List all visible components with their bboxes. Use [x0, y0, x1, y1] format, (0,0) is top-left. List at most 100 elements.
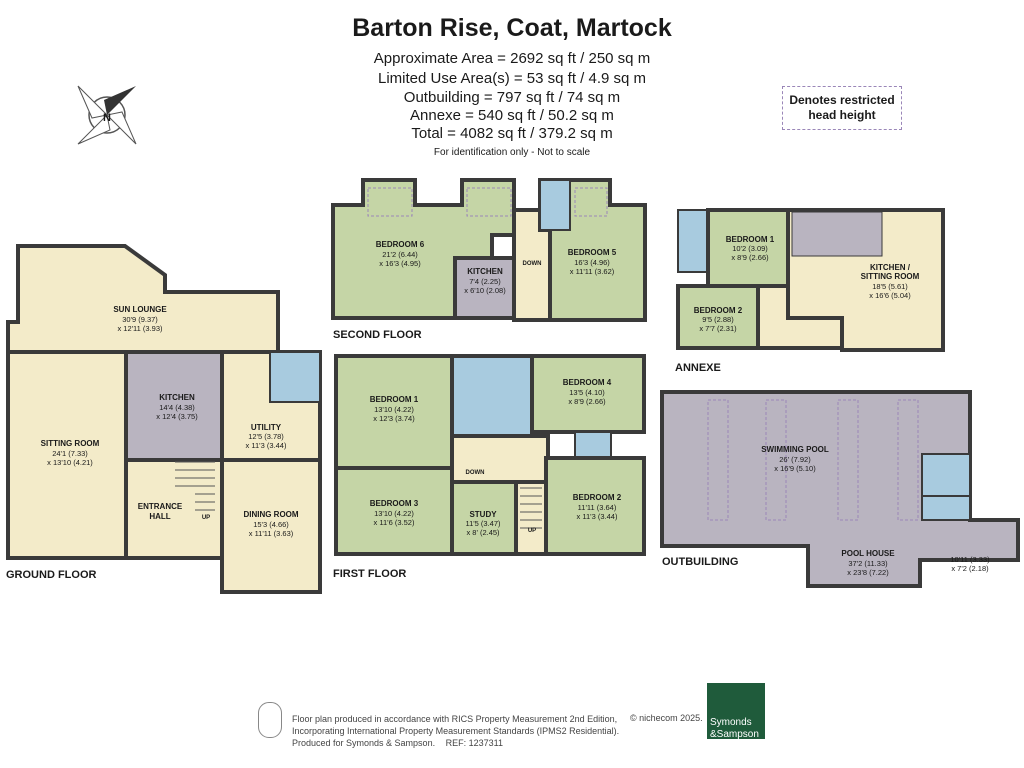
swimming-pool-label: SWIMMING POOL [761, 445, 829, 454]
person-icon [258, 702, 282, 738]
bedroom-2-label: BEDROOM 2 [573, 493, 622, 502]
restricted-head-height-legend: Denotes restricted head height [782, 86, 902, 130]
study-dim1: 11'5 (3.47) [465, 519, 501, 528]
first-floor-label: FIRST FLOOR [333, 568, 406, 580]
bedroom-5-label: BEDROOM 5 [568, 248, 617, 257]
bedroom-1-dim1: 13'10 (4.22) [374, 405, 414, 414]
utility-dim1: 12'5 (3.78) [248, 432, 284, 441]
entrance-hall-label-1: ENTRANCE [138, 502, 183, 511]
pool-store-dim1: 10'11 (3.33) [950, 555, 990, 564]
bedroom-2-room [544, 456, 646, 556]
annexe-plan [676, 208, 945, 352]
bedroom-3-label: BEDROOM 3 [370, 499, 419, 508]
entrance-hall-up: UP [202, 515, 210, 521]
nichecom-credit: © nichecom 2025. [630, 713, 703, 723]
annexe-kitchen-dim2: x 16'6 (5.04) [869, 291, 911, 300]
bedroom-2-dim2: x 11'3 (3.44) [577, 512, 618, 521]
bedroom-5-dim2: x 11'11 (3.62) [570, 267, 615, 276]
pool-house-label: POOL HOUSE [841, 549, 895, 558]
bedroom-3-room [334, 466, 454, 556]
second-floor-restricted [367, 187, 608, 217]
bedroom-6-dim1: 21'2 (6.44) [382, 250, 418, 259]
annexe-bedroom-1-dim1: 10'2 (3.09) [732, 244, 768, 253]
outbuilding-wc [921, 495, 971, 521]
footer-line-3: Produced for Symonds & Sampson. [292, 738, 436, 748]
annexe-label: ANNEXE [675, 362, 721, 374]
annexe-bedroom-1-dim2: x 8'9 (2.66) [731, 253, 769, 262]
sitting-room-label: SITTING ROOM [41, 439, 100, 448]
entrance-hall-label-2: HALL [149, 512, 170, 521]
dining-room-room [220, 458, 322, 594]
shower-1f [574, 431, 612, 459]
bedroom-4-dim2: x 8'9 (2.66) [568, 397, 606, 406]
dining-room-dim2: x 11'11 (3.63) [249, 529, 294, 538]
kitchen-label: KITCHEN [159, 393, 195, 402]
annexe-kitchen-label-1: KITCHEN / [870, 263, 911, 272]
legend-line-1: Denotes restricted [789, 93, 895, 107]
kitchen-dim2: x 12'4 (3.75) [156, 412, 198, 421]
wc-ground [269, 351, 321, 403]
dining-room-label: DINING ROOM [243, 510, 298, 519]
ground-floor-plan [6, 244, 322, 594]
pool-store-dim2: x 7'2 (2.18) [951, 564, 989, 573]
outbuilding-restricted [707, 399, 919, 521]
annexe-bedroom-2-label: BEDROOM 2 [694, 306, 743, 315]
annexe-worktop [791, 211, 883, 257]
sitting-room-dim1: 24'1 (7.33) [52, 449, 88, 458]
brand-line-1: Symonds [710, 717, 752, 728]
kitchen-dim1: 14'4 (4.38) [159, 403, 195, 412]
outbuilding-plan [660, 390, 1020, 588]
study-label: STUDY [469, 510, 497, 519]
annexe-kitchen-dim1: 18'5 (5.61) [872, 282, 908, 291]
pool-house-dim2: x 23'8 (7.22) [847, 568, 889, 577]
stairs-1f [514, 480, 548, 556]
area-approximate: Approximate Area = 2692 sq ft / 250 sq m [373, 50, 651, 67]
footer-notes: Floor plan produced in accordance with R… [292, 713, 619, 749]
sun-lounge-dim1: 30'9 (9.37) [122, 315, 158, 324]
second-floor-plan [331, 178, 647, 322]
bedroom-3-dim1: 13'10 (4.22) [374, 509, 414, 518]
sitting-room-dim2: x 13'10 (4.21) [47, 458, 93, 467]
bedroom-4-room [530, 354, 646, 434]
wc-2f [539, 179, 571, 231]
bedroom-2-dim1: 11'11 (3.64) [578, 503, 617, 512]
sitting-room-room [6, 350, 128, 560]
footer-line-1: Floor plan produced in accordance with R… [292, 714, 618, 724]
area-annexe: Annexe = 540 sq ft / 50.2 sq m [410, 107, 614, 124]
kitchen-room [124, 350, 224, 462]
compass-north-label: N [103, 112, 111, 124]
bedroom-1-label: BEDROOM 1 [370, 395, 419, 404]
kitchen-2f-dim1: 7'4 (2.25) [469, 277, 501, 286]
bedroom-1-dim2: x 12'3 (3.74) [373, 414, 415, 423]
footer-ref-line: Produced for Symonds & Sampson. REF: 123… [292, 737, 619, 749]
annexe-kitchen-label-2: SITTING ROOM [861, 272, 920, 281]
first-floor-down: DOWN [466, 470, 485, 476]
pool-house-dim1: 37'2 (11.33) [848, 559, 888, 568]
ground-floor-label: GROUND FLOOR [6, 569, 96, 581]
ensuite-1f [450, 354, 534, 438]
legend-line-2: head height [808, 108, 876, 122]
disclaimer: For identification only - Not to scale [433, 147, 591, 158]
kitchen-2f-label: KITCHEN [467, 267, 503, 276]
first-floor-up: UP [528, 528, 536, 534]
bedroom-4-dim1: 13'5 (4.10) [569, 388, 605, 397]
footer-line-2: Incorporating International Property Mea… [292, 726, 620, 736]
symonds-sampson-logo: Symonds &Sampson [707, 683, 765, 740]
bedroom-6-dim2: x 16'3 (4.95) [379, 259, 421, 268]
bedroom-3-dim2: x 11'6 (3.52) [374, 518, 415, 527]
swimming-pool-dim2: x 16'9 (5.10) [774, 464, 816, 473]
sun-lounge-room [6, 244, 280, 354]
footer-ref: REF: 1237311 [445, 738, 503, 748]
kitchen-2f-dim2: x 6'10 (2.08) [464, 286, 506, 295]
area-total: Total = 4082 sq ft / 379.2 sq m [411, 125, 613, 142]
page-title: Barton Rise, Coat, Martock [352, 14, 672, 42]
bedroom-4-label: BEDROOM 4 [563, 378, 612, 387]
area-limited-use: Limited Use Area(s) = 53 sq ft / 4.9 sq … [377, 70, 647, 87]
second-floor-down: DOWN [523, 261, 542, 267]
first-floor-stairs [520, 487, 542, 529]
utility-label: UTILITY [251, 423, 282, 432]
annexe-shower [677, 209, 709, 273]
utility-dim2: x 11'3 (3.44) [246, 441, 287, 450]
compass-icon: N [77, 85, 137, 145]
